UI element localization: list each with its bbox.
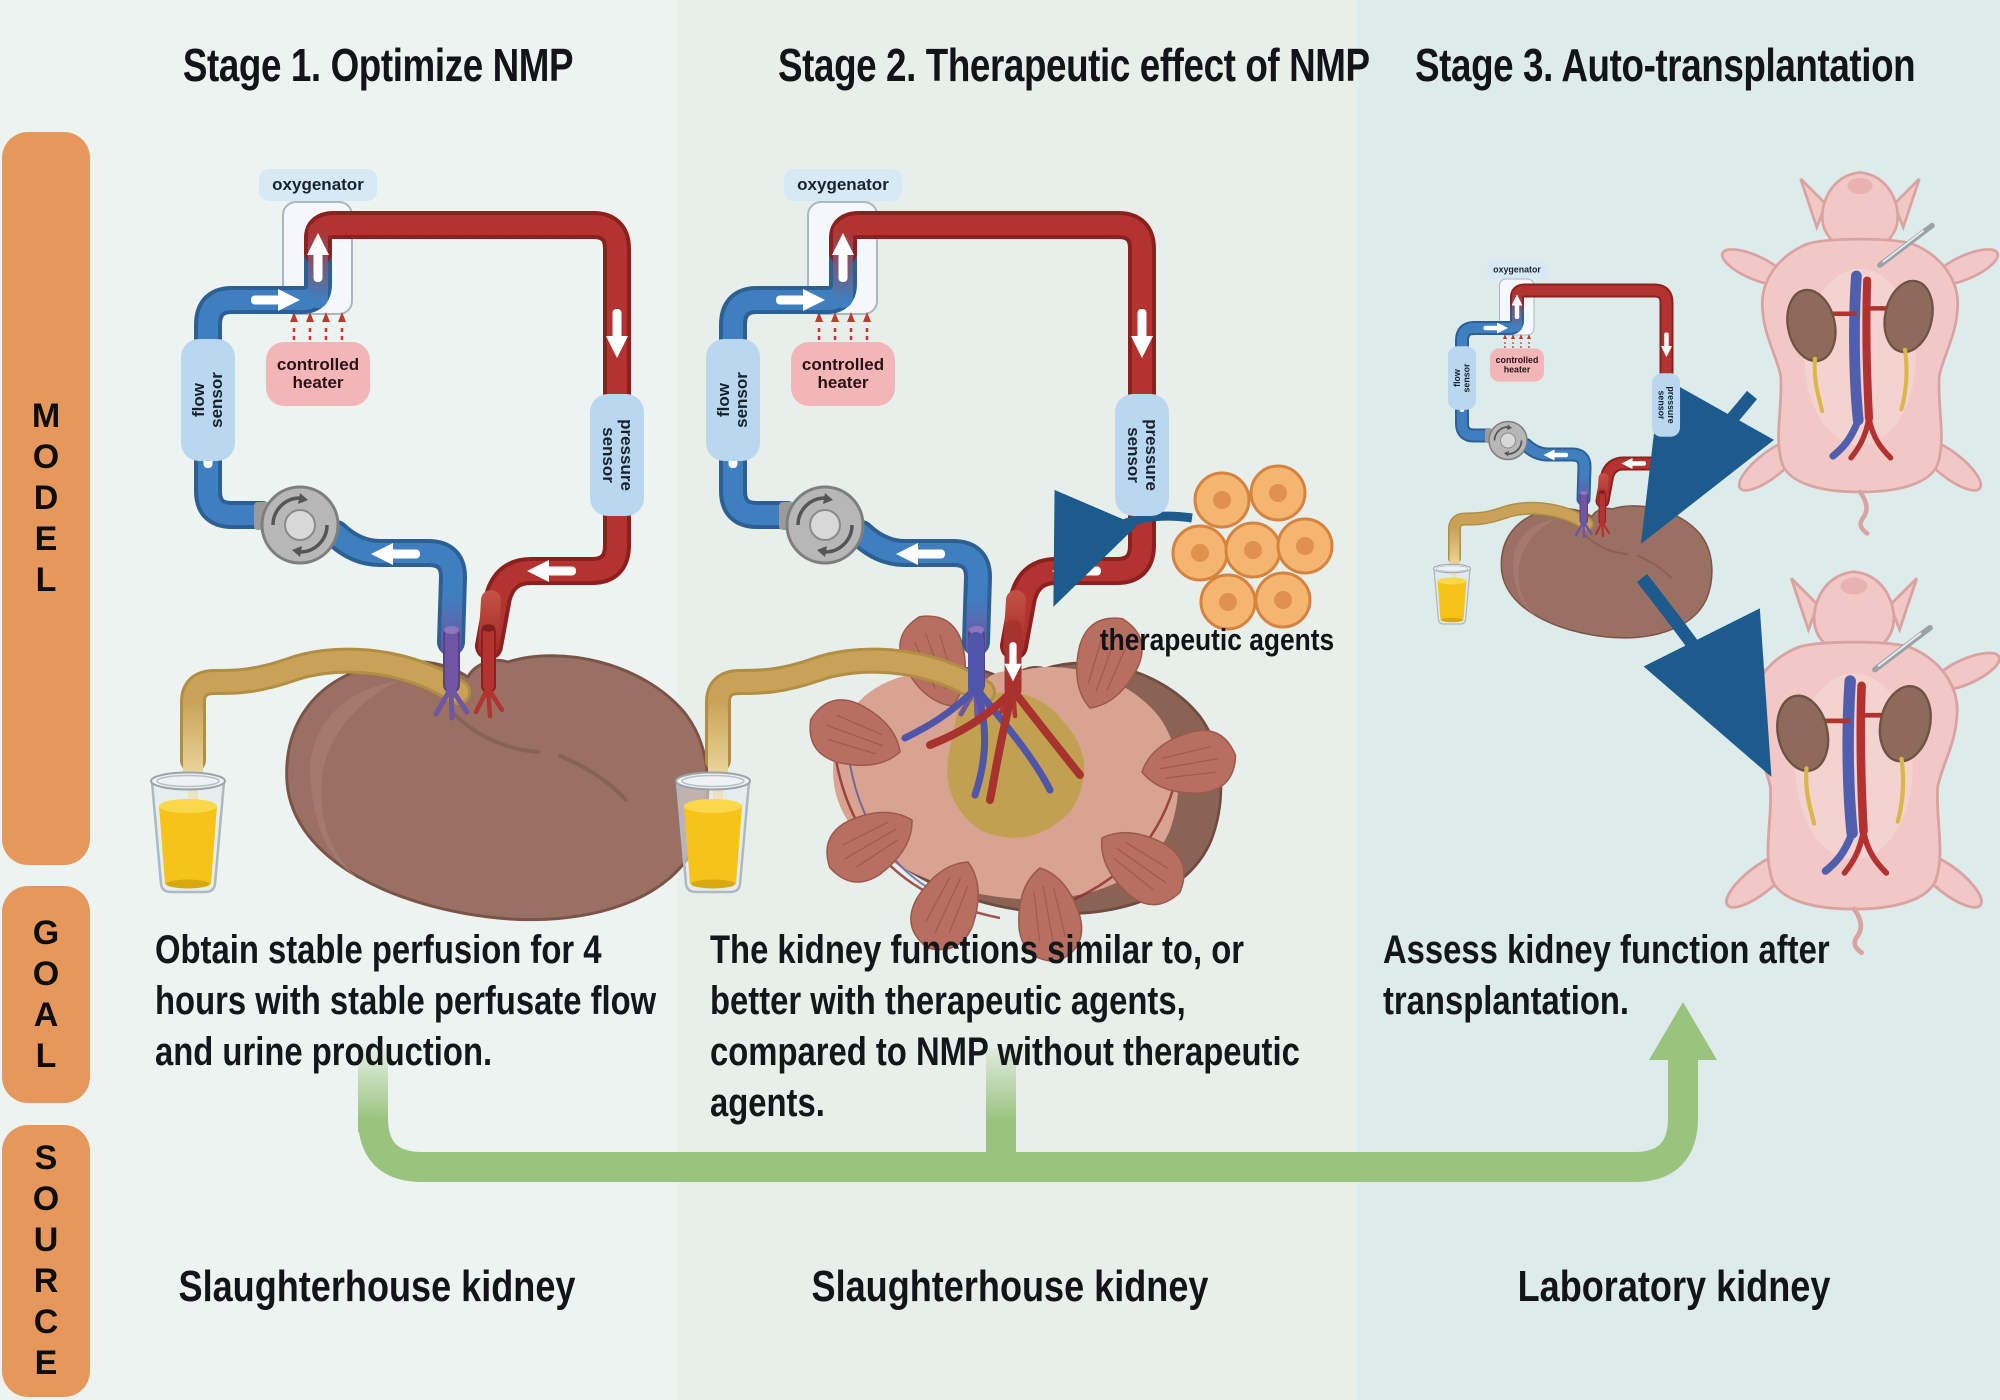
stage1-title: Stage 1. Optimize NMP <box>182 39 574 91</box>
sidebar-goal-block: G O A L <box>2 886 90 1103</box>
sidebar-model-block: M O D E L <box>2 132 90 865</box>
stage3-controlled-heater-label: controlled heater <box>1489 348 1545 382</box>
stage2-illustration <box>676 202 1334 968</box>
stage2-source-text: Slaughterhouse kidney <box>811 1262 1209 1311</box>
sidebar-goal-label: G O A L <box>32 913 60 1075</box>
stage3-flow-sensor-label: flow sensor <box>1447 346 1477 410</box>
stage1-oxygenator-label: oxygenator <box>259 169 377 201</box>
stage2-flow-sensor-label: flow sensor <box>706 339 760 461</box>
stage3-source-text: Laboratory kidney <box>1517 1262 1831 1311</box>
stage2-oxygenator-label: oxygenator <box>784 169 902 201</box>
stage2-goal-text: The kidney functions similar to, or bett… <box>710 928 1300 1125</box>
stage3-goal-text: Assess kidney function after transplanta… <box>1383 928 1830 1023</box>
stage1-controlled-heater-label: controlled heater <box>266 342 370 406</box>
sidebar-source-label: S O U R C E <box>32 1139 60 1382</box>
stage3-oxygenator-label: oxygenator <box>1486 261 1548 279</box>
kidney-cross-section <box>799 605 1242 968</box>
stage2-controlled-heater-label: controlled heater <box>791 342 895 406</box>
stage3-title: Stage 3. Auto-transplantation <box>1415 39 1916 91</box>
therapeutic-agents-label: therapeutic agents <box>1099 622 1335 657</box>
circuit-to-pig-arrow <box>1636 573 1772 777</box>
pig-recipient <box>1704 572 2000 953</box>
renal-vessel-tree <box>901 619 1084 804</box>
stage2-pressure-sensor-label: pressure sensor <box>1115 394 1169 516</box>
green-arrowhead <box>1649 1002 1717 1060</box>
pig-donor <box>1718 173 2000 534</box>
stage1-source-text: Slaughterhouse kidney <box>178 1262 576 1311</box>
stage1-flow-sensor-label: flow sensor <box>181 339 235 461</box>
stage3-mini-circuit <box>1434 279 1713 639</box>
stage1-illustration <box>151 202 710 922</box>
therapeutic-cell-nuclei <box>1191 484 1314 611</box>
sidebar-source-block: S O U R C E <box>2 1125 90 1397</box>
stage1-pressure-sensor-label: pressure sensor <box>590 394 644 516</box>
green-connector <box>358 1002 1717 1182</box>
stage1-goal-text: Obtain stable perfusion for 4 hours with… <box>155 928 657 1074</box>
pig-to-circuit-arrow <box>1640 376 1775 544</box>
stage3-pressure-sensor-label: pressure sensor <box>1651 373 1681 437</box>
stage3-illustration <box>1434 173 2000 953</box>
sidebar-model-label: M O D E L <box>31 397 61 599</box>
agent-injection-arrow <box>1053 489 1193 607</box>
